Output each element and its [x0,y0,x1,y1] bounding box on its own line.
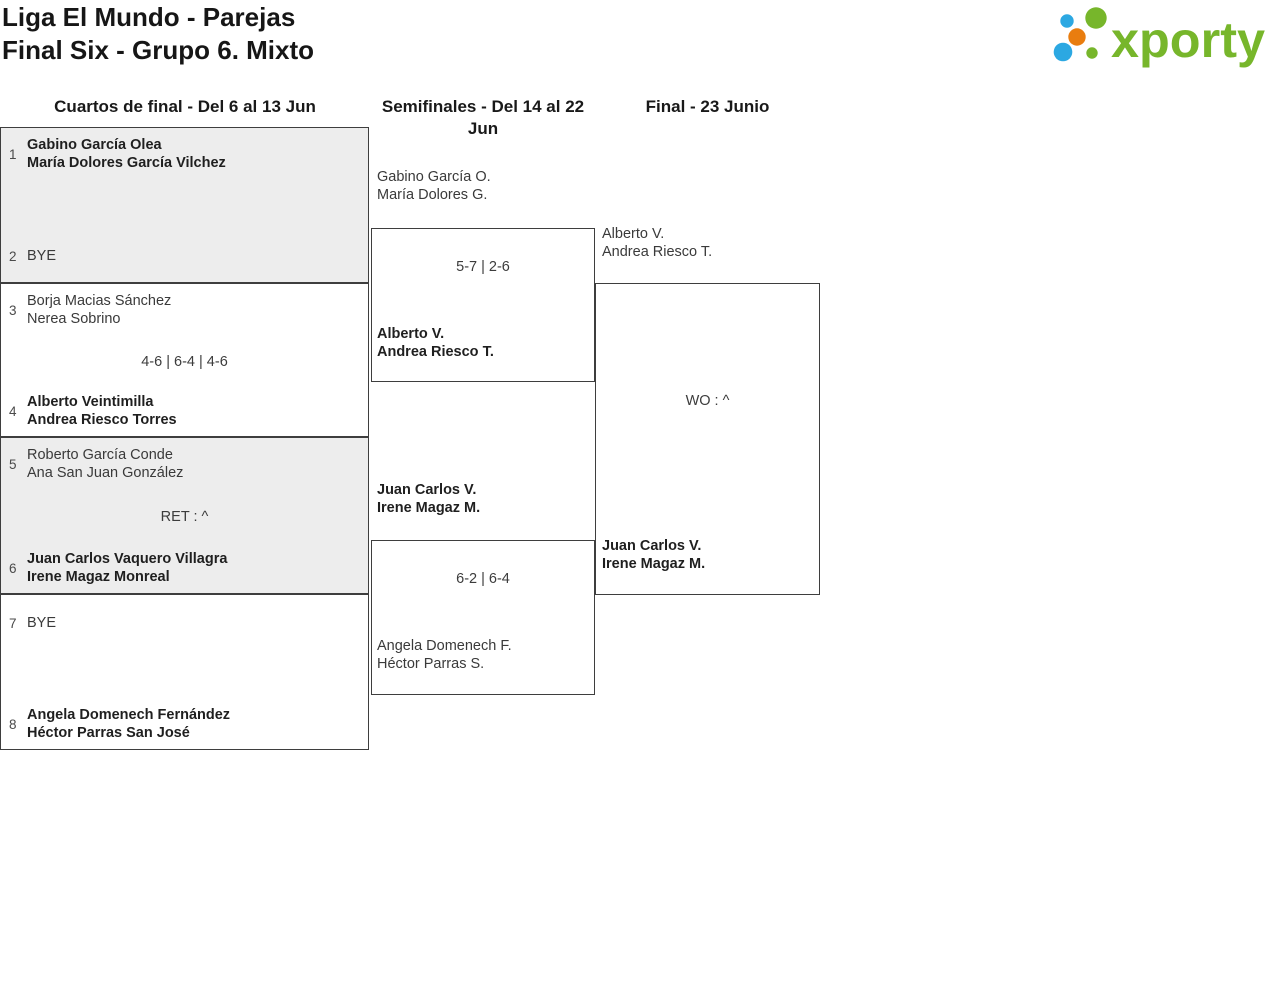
team-name-line: Nerea Sobrino [27,310,121,327]
match-qf3[interactable]: 5 Roberto García Conde Ana San Juan Gonz… [0,437,369,594]
page-title-line1: Liga El Mundo - Parejas [2,2,296,32]
match-sf1[interactable]: 5-7 | 2-6 [371,228,595,382]
seed-number: 2 [9,248,17,264]
team-name-line: Angela Domenech Fernández [27,707,231,723]
team-name-line: BYE [27,247,57,264]
match-qf1[interactable]: 1 Gabino García Olea María Dolores Garcí… [0,127,369,283]
team-slot: 7 BYE [9,615,362,633]
team-name-line: Juan Carlos Vaquero Villagra [27,551,228,567]
team-name-line: Héctor Parras S. [377,655,485,672]
seed-number: 3 [9,303,17,318]
match-score: 5-7 | 2-6 [456,259,510,275]
team-slot: 5 Roberto García Conde Ana San Juan Gonz… [9,447,362,482]
final-team1-label: Alberto V. Andrea Riesco T. [602,226,712,261]
logo-dot-blue-top [1060,14,1074,28]
round-header-quarterfinals: Cuartos de final - Del 6 al 13 Jun [54,97,316,116]
match-score: WO : ^ [685,393,730,409]
match-qf2[interactable]: 3 Borja Macias Sánchez Nerea Sobrino 4-6… [0,283,369,437]
match-score: 4-6 | 6-4 | 4-6 [141,354,228,370]
team-slot: 2 BYE [9,248,362,266]
page-title: Liga El Mundo - Parejas Final Six - Grup… [2,1,314,67]
logo-dot-green-small [1086,47,1098,59]
team-name-line: Andrea Riesco Torres [27,411,177,428]
team-name: Juan Carlos Vaquero Villagra Irene Magaz… [27,551,227,586]
sf1-team1-label: Gabino García O. María Dolores G. [377,169,491,204]
team-slot: 8 Angela Domenech Fernández Héctor Parra… [9,707,362,742]
team-name-line: Andrea Riesco T. [377,343,494,360]
team-name-line: Andrea Riesco T. [602,243,713,260]
xporty-logo: xporty [1053,7,1265,68]
page-title-line2: Final Six - Grupo 6. Mixto [2,35,315,65]
team-name: Alberto Veintimilla Andrea Riesco Torres [27,394,177,429]
team-name-line: Irene Magaz M. [377,499,481,516]
sf2-team2-label: Angela Domenech F. Héctor Parras S. [377,638,512,673]
seed-number: 6 [9,561,17,576]
team-name-line: María Dolores García Vilchez [27,154,226,171]
team-slot: 4 Alberto Veintimilla Andrea Riesco Torr… [9,394,362,429]
logo-wordmark: xporty [1111,12,1265,68]
team-name-line: Angela Domenech F. [377,638,512,654]
team-name-line: Héctor Parras San José [27,724,190,741]
final-team2-label: Juan Carlos V. Irene Magaz M. [602,538,705,573]
round-header-final: Final - 23 Junio [645,97,770,116]
team-name-line: Juan Carlos V. [377,482,477,498]
team-name-line: Irene Magaz M. [602,555,706,572]
match-final[interactable]: WO : ^ [595,283,820,595]
team-name-line: Irene Magaz Monreal [27,568,170,585]
sf2-team1-label: Juan Carlos V. Irene Magaz M. [377,482,480,517]
logo-dot-blue-bottom [1053,42,1073,62]
team-name: BYE [27,248,56,266]
sf1-team2-label: Alberto V. Andrea Riesco T. [377,326,494,361]
team-name-line: Borja Macias Sánchez [27,293,172,309]
logo-dot-orange [1068,28,1086,46]
team-slot: 6 Juan Carlos Vaquero Villagra Irene Mag… [9,551,362,586]
match-score: 6-2 | 6-4 [456,571,510,587]
seed-number: 8 [9,717,17,732]
match-score: RET : ^ [160,509,209,525]
team-name-line: Roberto García Conde [27,447,173,463]
team-name-line: BYE [27,615,57,631]
seed-number: 4 [9,404,17,419]
team-name-line: Ana San Juan González [27,464,184,481]
match-qf4[interactable]: 7 BYE 8 Angela Domenech Fernández Héctor… [0,594,369,750]
team-name-line: María Dolores G. [377,186,488,203]
team-name-line: Gabino García O. [377,169,491,185]
team-name-line: Alberto V. [602,226,665,242]
team-name-line: Alberto V. [377,326,445,342]
team-name: Angela Domenech Fernández Héctor Parras … [27,707,230,742]
team-name-line: Alberto Veintimilla [27,394,154,410]
team-name-line: Juan Carlos V. [602,538,702,554]
logo-dot-green-large [1085,7,1107,29]
seed-number: 7 [9,616,17,632]
team-name: Gabino García Olea María Dolores García … [27,137,226,172]
team-name: Borja Macias Sánchez Nerea Sobrino [27,293,171,328]
seed-number: 5 [9,457,17,472]
seed-number: 1 [9,147,17,162]
team-name: BYE [27,615,56,633]
round-header-semifinals: Semifinales - Del 14 al 22 Jun [381,97,585,138]
team-slot: 3 Borja Macias Sánchez Nerea Sobrino [9,293,362,328]
team-name-line: Gabino García Olea [27,137,162,153]
match-sf2[interactable]: 6-2 | 6-4 [371,540,595,695]
team-name: Roberto García Conde Ana San Juan Gonzál… [27,447,183,482]
team-slot: 1 Gabino García Olea María Dolores Garcí… [9,137,362,172]
